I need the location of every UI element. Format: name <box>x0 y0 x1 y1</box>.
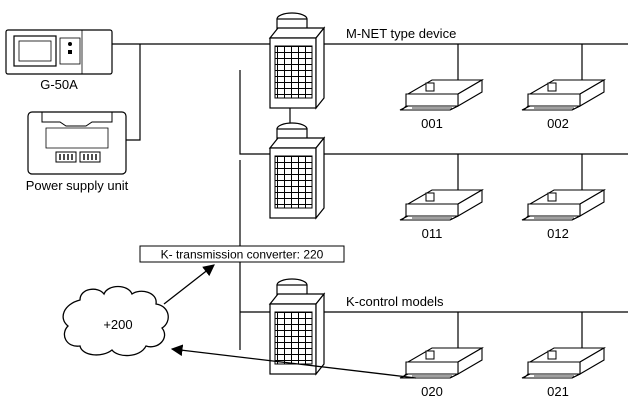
indoor-unit-address: 021 <box>547 384 569 399</box>
outdoor-unit-icon <box>269 122 325 219</box>
mnet-device-label: M-NET type device <box>346 26 456 41</box>
arrow-indoor-to-cloud <box>170 344 417 379</box>
power-supply-line <box>126 44 141 141</box>
power-supply-unit: Power supply unit <box>26 111 129 193</box>
power-supply-unit-icon <box>27 111 127 175</box>
indoor-unit-001: 001 <box>399 79 483 131</box>
ceiling-cassette-indoor-unit-icon <box>399 347 483 379</box>
indoor-unit-002: 002 <box>521 79 605 131</box>
ceiling-cassette-indoor-unit-icon <box>521 347 605 379</box>
g50a-controller-icon <box>5 29 113 75</box>
arrow-cloud-to-converter <box>163 264 215 305</box>
cloud-label: +200 <box>103 317 132 332</box>
cloud-icon <box>62 285 169 357</box>
trunk-upper <box>239 70 272 155</box>
indoor-unit-address: 011 <box>422 226 443 241</box>
indoor-unit-011: 011 <box>399 189 483 241</box>
indoor-unit-address: 012 <box>547 226 569 241</box>
g50a-controller: G-50A <box>5 29 113 92</box>
outdoor-unit-icon <box>269 278 325 375</box>
power-supply-label: Power supply unit <box>26 178 129 193</box>
indoor-unit-address: 020 <box>421 384 443 399</box>
kcontrol-models-label: K-control models <box>346 294 444 309</box>
g50a-label: G-50A <box>40 77 78 92</box>
transmission-converter-box: K- transmission converter: 220 <box>139 245 345 263</box>
ceiling-cassette-indoor-unit-icon <box>521 189 605 221</box>
ceiling-cassette-indoor-unit-icon <box>399 79 483 111</box>
indoor-unit-020: 020 <box>399 347 483 399</box>
indoor-unit-012: 012 <box>521 189 605 241</box>
ceiling-cassette-indoor-unit-icon <box>521 79 605 111</box>
indoor-unit-address: 002 <box>547 116 569 131</box>
ceiling-cassette-indoor-unit-icon <box>399 189 483 221</box>
indoor-unit-021: 021 <box>521 347 605 399</box>
address-cloud: +200 <box>62 285 169 357</box>
outdoor-unit-icon <box>269 12 325 109</box>
transmission-converter-label: K- transmission converter: 220 <box>161 248 324 262</box>
indoor-unit-address: 001 <box>421 116 443 131</box>
